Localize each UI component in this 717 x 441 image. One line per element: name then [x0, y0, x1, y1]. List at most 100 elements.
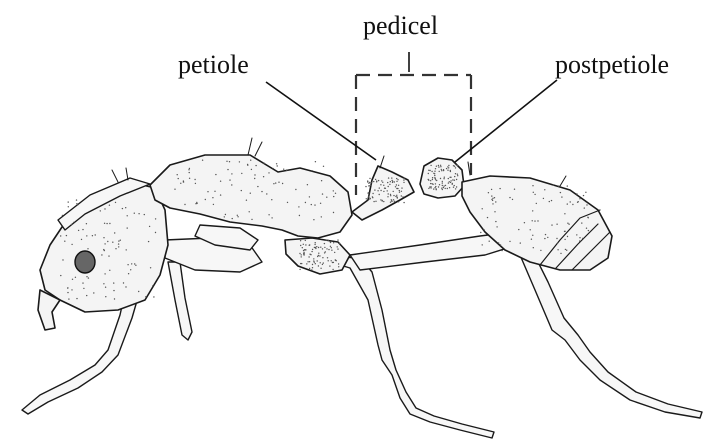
stipple-dot: [196, 202, 197, 203]
stipple-dot: [402, 196, 403, 197]
stipple-dot: [403, 182, 404, 183]
stipple-dot: [82, 229, 83, 230]
stipple-dot: [277, 165, 278, 166]
stipple-dot: [315, 263, 316, 264]
stipple-dot: [328, 260, 329, 261]
stipple-dot: [434, 171, 435, 172]
stipple-dot: [152, 285, 153, 286]
stipple-dot: [436, 189, 437, 190]
stipple-dot: [396, 184, 397, 185]
stipple-dot: [391, 177, 392, 178]
stipple-dot: [273, 183, 274, 184]
stipple-dot: [125, 286, 126, 287]
stipple-dot: [66, 235, 67, 236]
stipple-dot: [103, 237, 104, 238]
stipple-dot: [214, 191, 215, 192]
stipple-dot: [374, 189, 375, 190]
leader-petiole: [266, 82, 376, 160]
stipple-dot: [492, 198, 493, 199]
stipple-dot: [145, 296, 146, 297]
stipple-dot: [149, 226, 150, 227]
stipple-dot: [93, 292, 94, 293]
stipple-dot: [86, 295, 87, 296]
stipple-dot: [315, 161, 316, 162]
stipple-dot: [330, 246, 331, 247]
stipple-dot: [441, 188, 442, 189]
head: [38, 178, 168, 330]
stipple-dot: [134, 213, 135, 214]
stipple-dot: [237, 216, 238, 217]
stipple-dot: [440, 178, 441, 179]
stipple-dot: [441, 169, 442, 170]
stipple-dot: [229, 161, 230, 162]
stipple-dot: [487, 217, 488, 218]
stipple-dot: [247, 165, 248, 166]
stipple-dot: [399, 190, 400, 191]
eye: [75, 251, 95, 273]
stipple-dot: [278, 182, 279, 183]
stipple-dot: [328, 249, 329, 250]
stipple-dot: [339, 243, 340, 244]
stipple-dot: [178, 178, 179, 179]
stipple-dot: [434, 187, 435, 188]
stipple-dot: [432, 184, 433, 185]
stipple-dot: [457, 174, 458, 175]
stipple-dot: [534, 194, 535, 195]
stipple-dot: [330, 242, 331, 243]
stipple-dot: [441, 170, 442, 171]
stipple-dot: [180, 183, 181, 184]
stipple-dot: [430, 165, 431, 166]
stipple-dot: [393, 195, 394, 196]
stipple-dot: [323, 262, 324, 263]
stipple-dot: [396, 181, 397, 182]
stipple-dot: [429, 170, 430, 171]
stipple-dot: [326, 240, 327, 241]
stipple-dot: [334, 252, 335, 253]
stipple-dot: [229, 179, 230, 180]
stipple-dot: [383, 201, 384, 202]
stipple-dot: [231, 184, 232, 185]
stipple-dot: [71, 289, 72, 290]
stipple-dot: [370, 198, 371, 199]
stipple-dot: [450, 170, 451, 171]
stipple-dot: [433, 173, 434, 174]
stipple-dot: [567, 203, 568, 204]
stipple-dot: [135, 265, 136, 266]
petiole-node: [352, 166, 414, 220]
stipple-dot: [319, 255, 320, 256]
stipple-dot: [480, 232, 481, 233]
stipple-dot: [438, 166, 439, 167]
stipple-dot: [496, 226, 497, 227]
stipple-dot: [266, 193, 267, 194]
stipple-dot: [212, 197, 213, 198]
stipple-dot: [314, 204, 315, 205]
stipple-dot: [64, 241, 65, 242]
stipple-dot: [399, 192, 400, 193]
stipple-dot: [271, 199, 272, 200]
stipple-dot: [127, 264, 128, 265]
stipple-dot: [432, 179, 433, 180]
stipple-dot: [301, 263, 302, 264]
stipple-dot: [567, 185, 568, 186]
stipple-dot: [380, 190, 381, 191]
stipple-dot: [303, 254, 304, 255]
stipple-dot: [396, 178, 397, 179]
stipple-dot: [394, 181, 395, 182]
stipple-dot: [387, 190, 388, 191]
stipple-dot: [488, 192, 489, 193]
stipple-dot: [323, 166, 324, 167]
stipple-dot: [225, 214, 226, 215]
stipple-dot: [379, 187, 380, 188]
stipple-dot: [453, 187, 454, 188]
stipple-dot: [453, 165, 454, 166]
stipple-dot: [88, 277, 89, 278]
stipple-dot: [395, 186, 396, 187]
stipple-dot: [382, 182, 383, 183]
stipple-dot: [332, 269, 333, 270]
stipple-dot: [532, 220, 533, 221]
stipple-dot: [105, 296, 106, 297]
stipple-dot: [130, 269, 131, 270]
stipple-dot: [118, 243, 119, 244]
stipple-dot: [308, 256, 309, 257]
stipple-dot: [331, 250, 332, 251]
